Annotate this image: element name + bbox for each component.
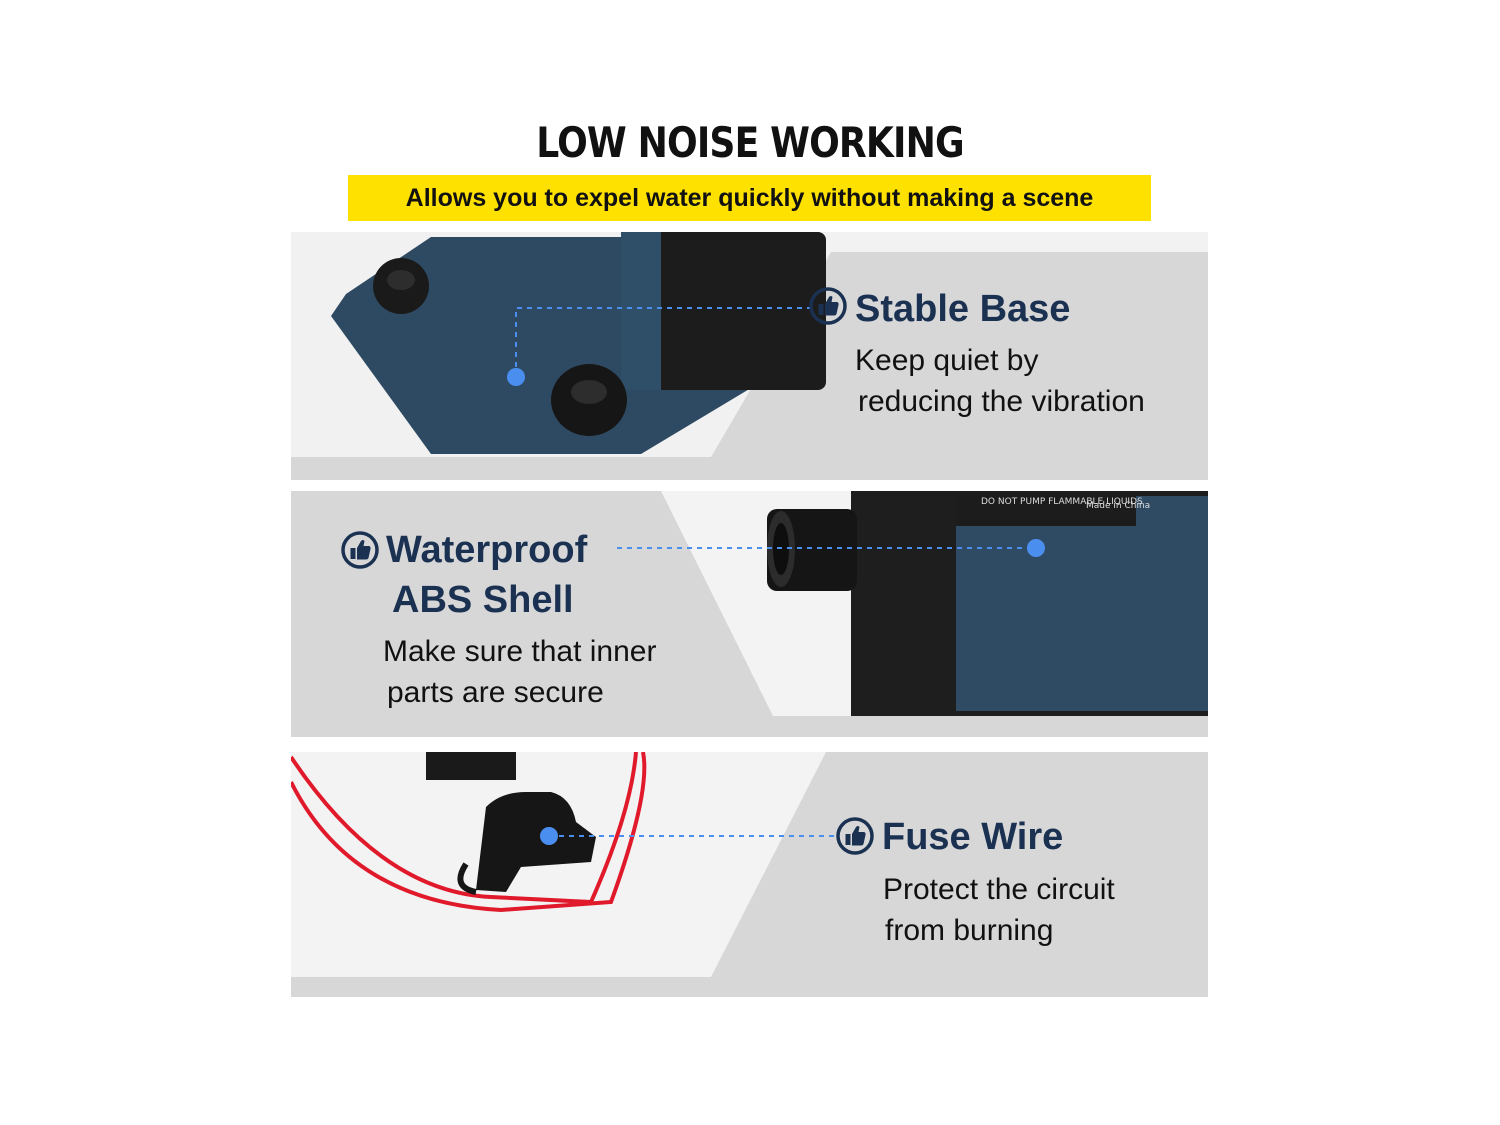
- subtitle-banner: Allows you to expel water quickly withou…: [348, 175, 1151, 221]
- feature-title: Fuse Wire: [882, 816, 1064, 858]
- feature-description: Protect the circuit: [883, 873, 1115, 906]
- feature-title: Waterproof: [386, 529, 588, 571]
- feature-title: Stable Base: [855, 288, 1071, 330]
- feature-description: Keep quiet by: [855, 344, 1039, 377]
- page-title: LOW NOISE WORKING: [536, 118, 964, 167]
- feature-description: parts are secure: [387, 676, 604, 709]
- pump-warning-label: DO NOT PUMP FLAMMABLE LIQUIDS: [981, 497, 1143, 507]
- thumbs-up-icon: [809, 287, 847, 325]
- feature-description: from burning: [885, 914, 1054, 947]
- subtitle-text: Allows you to expel water quickly withou…: [405, 183, 1094, 212]
- feature-panel-stable-base: Stable Base Keep quiet by reducing the v…: [291, 232, 1208, 480]
- waterproof-shell-photo: DO NOT PUMP FLAMMABLE LIQUIDS Made in Ch…: [291, 491, 1208, 737]
- thumbs-up-icon: [341, 531, 379, 569]
- feature-description: Make sure that inner: [383, 635, 657, 668]
- feature-panel-fuse-wire: Fuse Wire Protect the circuit from burni…: [291, 752, 1208, 997]
- feature-panel-waterproof-shell: DO NOT PUMP FLAMMABLE LIQUIDS Made in Ch…: [291, 491, 1208, 737]
- stable-base-photo: [291, 232, 1208, 480]
- pump-origin-label: Made in China: [1086, 501, 1150, 511]
- thumbs-up-icon: [836, 817, 874, 855]
- feature-title-line2: ABS Shell: [392, 579, 574, 621]
- fuse-wire-photo: [291, 752, 1208, 997]
- feature-description: reducing the vibration: [858, 385, 1145, 418]
